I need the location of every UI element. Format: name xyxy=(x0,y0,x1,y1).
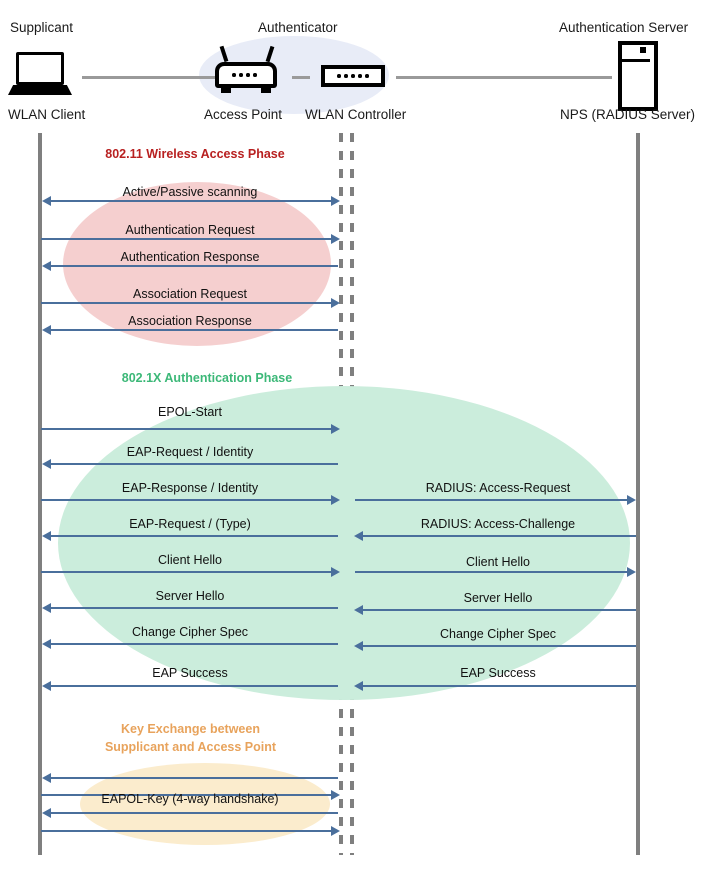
message-line xyxy=(41,830,335,832)
arrowhead-left-icon xyxy=(42,808,51,818)
arrowhead-left-icon xyxy=(42,531,51,541)
message-line xyxy=(48,685,338,687)
arrowhead-left-icon xyxy=(42,603,51,613)
message-label: Association Request xyxy=(133,287,247,301)
arrowhead-left-icon xyxy=(42,681,51,691)
role-title-authenticator: Authenticator xyxy=(258,20,338,35)
message-label: EAPOL-Key (4-way handshake) xyxy=(101,792,279,806)
message-label: Change Cipher Spec xyxy=(131,625,249,639)
phase-keyexchange-title-line2: Supplicant and Access Point xyxy=(104,740,277,754)
message-line xyxy=(48,265,338,267)
arrowhead-right-icon xyxy=(331,298,340,308)
message-label: Active/Passive scanning xyxy=(122,185,258,199)
message-label: EAP-Response / Identity xyxy=(121,481,259,495)
message-label: EAP Success xyxy=(152,666,228,680)
arrowhead-right-icon xyxy=(331,826,340,836)
lifeline-auth-server xyxy=(636,133,640,855)
message-label: Authentication Request xyxy=(125,223,255,237)
arrowhead-right-icon xyxy=(331,196,340,206)
message-line xyxy=(361,609,636,611)
message-line xyxy=(361,645,636,647)
phase-80211-title: 802.11 Wireless Access Phase xyxy=(105,147,285,161)
lifeline-supplicant xyxy=(38,133,42,855)
node-label-nps-radius-server: NPS (RADIUS Server) xyxy=(560,107,696,122)
arrowhead-right-icon xyxy=(331,234,340,244)
message-label: Association Response xyxy=(128,314,252,328)
message-line xyxy=(48,777,338,779)
message-label: Authentication Response xyxy=(120,250,260,264)
message-label: EAP-Request / Identity xyxy=(126,445,254,459)
message-line xyxy=(361,535,636,537)
message-line xyxy=(48,329,338,331)
wlan-controller-icon xyxy=(321,65,385,87)
wire-client-ap xyxy=(82,76,215,79)
message-line xyxy=(48,643,338,645)
laptop-icon xyxy=(8,52,80,96)
message-label: EAP Success xyxy=(460,666,536,680)
message-line xyxy=(355,571,630,573)
arrowhead-right-icon xyxy=(331,567,340,577)
phase-8021x-title: 802.1X Authentication Phase xyxy=(121,371,293,385)
wire-ap-controller xyxy=(292,76,310,79)
message-label: EPOL-Start xyxy=(158,405,222,419)
arrowhead-left-icon xyxy=(42,325,51,335)
arrowhead-left-icon xyxy=(42,773,51,783)
arrowhead-right-icon xyxy=(331,424,340,434)
wire-controller-server xyxy=(396,76,612,79)
arrowhead-left-icon xyxy=(354,641,363,651)
message-line xyxy=(48,812,338,814)
node-label-wlan-controller: WLAN Controller xyxy=(305,107,407,122)
message-line xyxy=(41,571,335,573)
arrowhead-right-icon xyxy=(331,495,340,505)
access-point-icon xyxy=(215,45,285,98)
node-label-wlan-client: WLAN Client xyxy=(8,107,86,122)
role-title-auth-server: Authentication Server xyxy=(559,20,689,35)
message-line xyxy=(41,499,335,501)
message-line xyxy=(48,535,338,537)
message-label: RADIUS: Access-Request xyxy=(425,481,571,495)
phase-keyexchange-title-line1: Key Exchange between xyxy=(121,722,260,736)
message-line xyxy=(361,685,636,687)
arrowhead-right-icon xyxy=(627,495,636,505)
arrowhead-left-icon xyxy=(354,605,363,615)
message-label: RADIUS: Access-Challenge xyxy=(420,517,576,531)
message-label: Client Hello xyxy=(466,555,530,569)
message-line xyxy=(41,238,335,240)
arrowhead-left-icon xyxy=(354,681,363,691)
arrowhead-left-icon xyxy=(354,531,363,541)
message-label: Client Hello xyxy=(158,553,222,567)
message-line xyxy=(48,607,338,609)
arrowhead-left-icon xyxy=(42,196,51,206)
arrowhead-right-icon xyxy=(331,790,340,800)
arrowhead-left-icon xyxy=(42,639,51,649)
message-label: Server Hello xyxy=(155,589,225,603)
phase-8021x-blob xyxy=(58,386,630,700)
message-line xyxy=(355,499,630,501)
message-line xyxy=(41,428,335,430)
node-label-access-point: Access Point xyxy=(204,107,283,122)
role-title-supplicant: Supplicant xyxy=(10,20,74,35)
message-label: Change Cipher Spec xyxy=(439,627,557,641)
message-line xyxy=(48,463,338,465)
phase-80211-blob xyxy=(63,182,331,346)
arrowhead-left-icon xyxy=(42,261,51,271)
arrowhead-right-icon xyxy=(627,567,636,577)
message-line xyxy=(44,200,335,202)
server-icon xyxy=(618,41,658,111)
message-line xyxy=(41,302,335,304)
arrowhead-left-icon xyxy=(42,459,51,469)
message-label: Server Hello xyxy=(463,591,533,605)
message-line xyxy=(41,794,335,796)
message-label: EAP-Request / (Type) xyxy=(129,517,251,531)
